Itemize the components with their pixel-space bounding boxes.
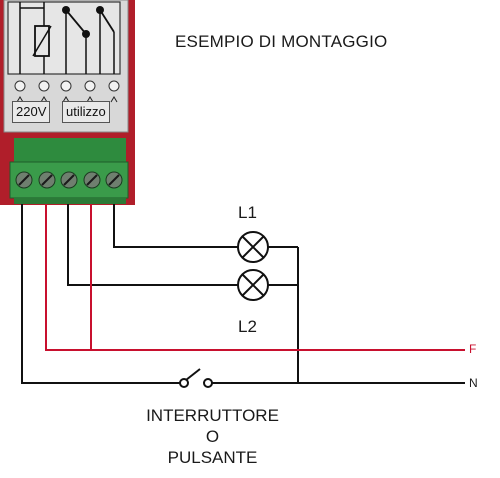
lamp-label-l1: L1 [238, 203, 257, 222]
neutral-label: N [469, 376, 478, 390]
module-label-power: 220V [12, 101, 51, 123]
diagram-title: ESEMPIO DI MONTAGGIO [175, 32, 388, 51]
relay-coil-icon [19, 2, 52, 74]
lamp-icon [237, 269, 269, 301]
module-schematic [7, 1, 121, 75]
l1-feed-wire [113, 204, 238, 248]
module-caret-marks [16, 96, 118, 103]
module-label-output: utilizzo [62, 101, 110, 123]
phase-label: F [469, 342, 477, 356]
switch-label-line3: PULSANTE [167, 448, 258, 467]
relay-contacts [62, 6, 115, 74]
switch-icon [179, 368, 213, 388]
lamp-label-l2: L2 [238, 317, 257, 336]
switch-label-line2: O [205, 427, 220, 446]
l2-feed-wire [67, 204, 238, 286]
module-terminal-row [14, 80, 120, 92]
phase-wires [45, 204, 465, 351]
neutral-supply-wire [21, 204, 180, 384]
terminal-screw-icon [15, 171, 123, 189]
neutral-wires [21, 204, 465, 384]
lamp-icon [237, 231, 269, 263]
switch-label-line1: INTERRUTTORE [146, 406, 279, 425]
phase-line [45, 204, 465, 351]
terminal-block [9, 138, 129, 204]
